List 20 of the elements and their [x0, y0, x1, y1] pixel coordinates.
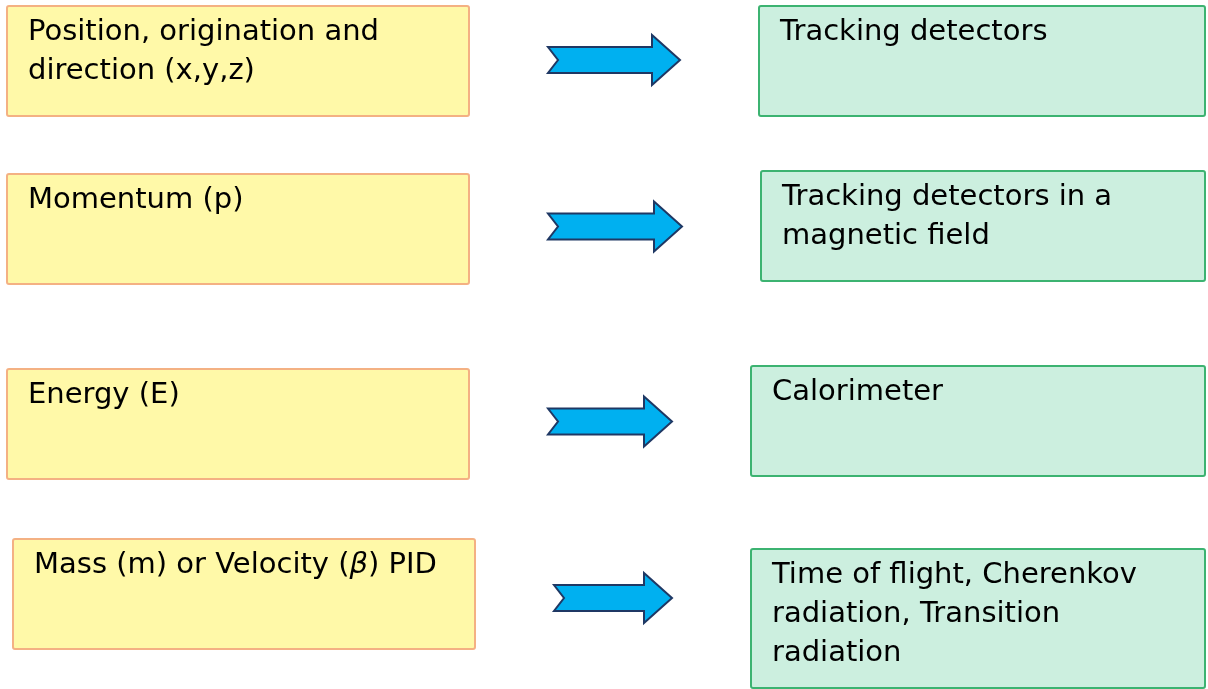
box-text: Tracking detectors in a magnetic field: [782, 177, 1114, 254]
quantity-box: [12, 538, 476, 650]
box-text: Energy (E): [28, 375, 181, 412]
box-text: Time of flight, Cherenkov radiation, Transition radiation: [772, 555, 1138, 671]
quantity-box: [6, 368, 470, 480]
box-text: Calorimeter: [772, 372, 945, 409]
detector-box: [750, 365, 1206, 477]
block-arrow: [551, 570, 674, 626]
quantity-box: [6, 173, 470, 285]
block-arrow: [545, 32, 682, 88]
detector-box: [750, 548, 1206, 689]
block-arrow: [545, 199, 684, 254]
box-text: Mass (m) or Velocity (β) PID: [34, 545, 438, 582]
box-text: Momentum (p): [28, 180, 245, 217]
block-arrow: [545, 394, 674, 449]
detector-box: [760, 170, 1206, 282]
box-text: Position, origination and direction (x,y,z): [28, 12, 381, 89]
quantity-box: [6, 5, 470, 117]
box-text: Tracking detectors: [780, 12, 1049, 49]
detector-box: [758, 5, 1206, 117]
